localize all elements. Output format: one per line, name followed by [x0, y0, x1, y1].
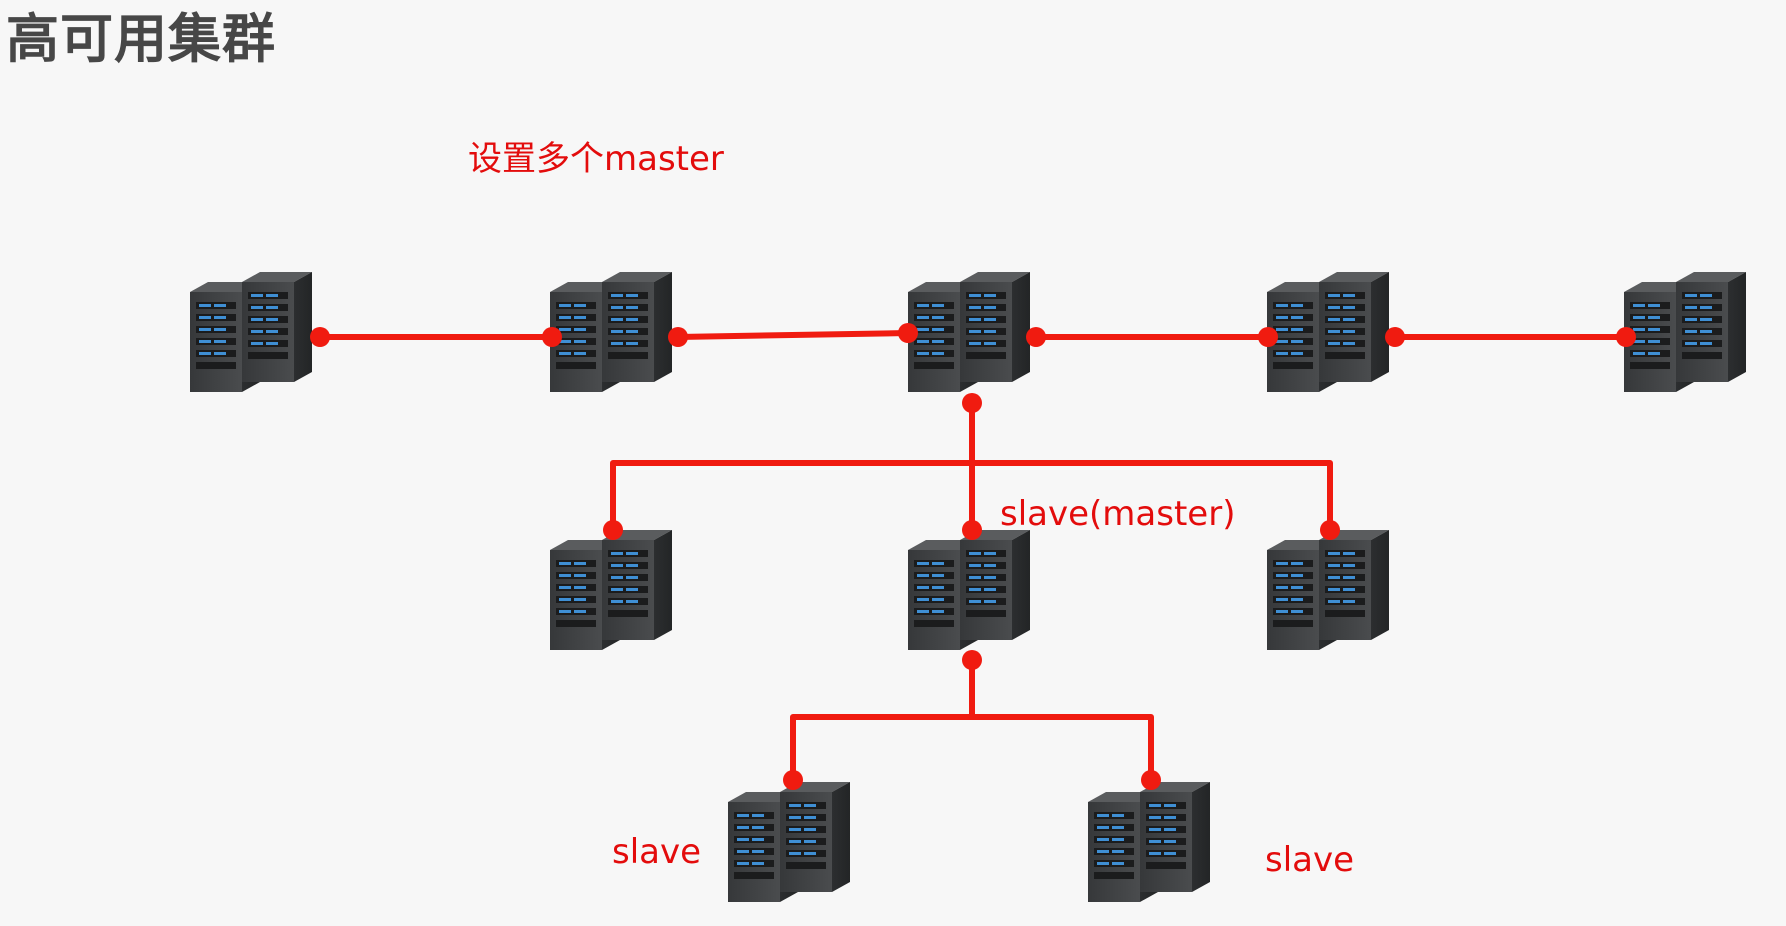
masters-note: 设置多个master [468, 139, 724, 179]
server-rack-icon [190, 272, 312, 392]
link-master2-master3 [675, 330, 911, 340]
server-rack-icon [1624, 272, 1746, 392]
slave-right-label: slave [1265, 840, 1355, 880]
server-rack-icon [550, 530, 672, 650]
server-rack-icon [550, 272, 672, 392]
server-rack-icon [908, 272, 1030, 392]
link-endpoints [310, 323, 1636, 790]
link-subslave-bus [790, 714, 1154, 783]
server-rack-icon [908, 530, 1030, 650]
server-rack-icon [1267, 530, 1389, 650]
page-title: 高可用集群 [6, 9, 276, 70]
slave-master-label: slave(master) [1000, 494, 1236, 534]
slave-left-label: slave [612, 832, 702, 872]
server-rack-icon [728, 782, 850, 902]
server-rack-icon [1088, 782, 1210, 902]
server-rack-icon [1267, 272, 1389, 392]
